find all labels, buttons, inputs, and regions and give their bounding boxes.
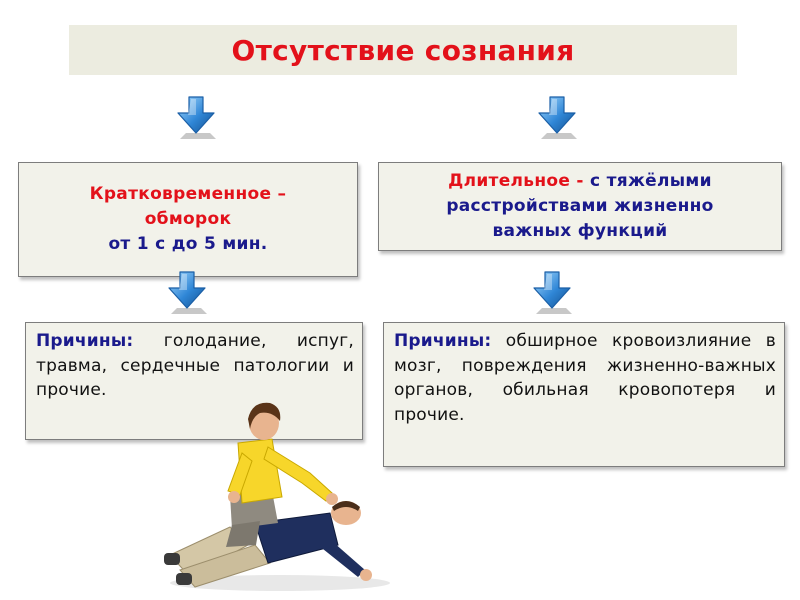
down-arrow-icon [533,95,581,139]
causes-label: Причины: [394,331,492,351]
short-term-causes-box: Причины: голодание, испуг, травма, серде… [25,322,363,440]
long-term-box: Длительное - с тяжёлыми расстройствами ж… [378,162,782,251]
title-banner: Отсутствие сознания [69,25,737,75]
causes-label: Причины: [36,331,134,351]
down-arrow-icon [163,270,211,314]
down-arrow-icon [528,270,576,314]
long-term-desc-start: с тяжёлыми [590,171,712,191]
page-title: Отсутствие сознания [231,33,575,67]
short-term-line1: Кратковременное – [89,184,287,204]
long-term-causes-list: обширное кровоизлияние в мозг, поврежден… [394,331,776,425]
long-term-causes-text: Причины: обширное кровоизлияние в мозг, … [394,329,776,427]
long-term-causes-box: Причины: обширное кровоизлияние в мозг, … [383,322,785,467]
short-term-duration: от 1 с до 5 мин. [108,234,268,254]
long-term-line3: важных функций [492,221,668,241]
short-term-box: Кратковременное – обморок от 1 с до 5 ми… [18,162,358,277]
first-aid-illustration [164,402,390,591]
long-term-line2: расстройствами жизненно [446,196,714,216]
short-term-line2: обморок [144,209,232,229]
short-term-causes-list: голодание, испуг, травма, сердечные пато… [36,331,354,400]
down-arrow-icon [172,95,220,139]
short-term-causes-text: Причины: голодание, испуг, травма, серде… [36,329,354,403]
long-term-line1: Длительное - с тяжёлыми [448,169,712,194]
long-term-label: Длительное - [448,171,590,191]
